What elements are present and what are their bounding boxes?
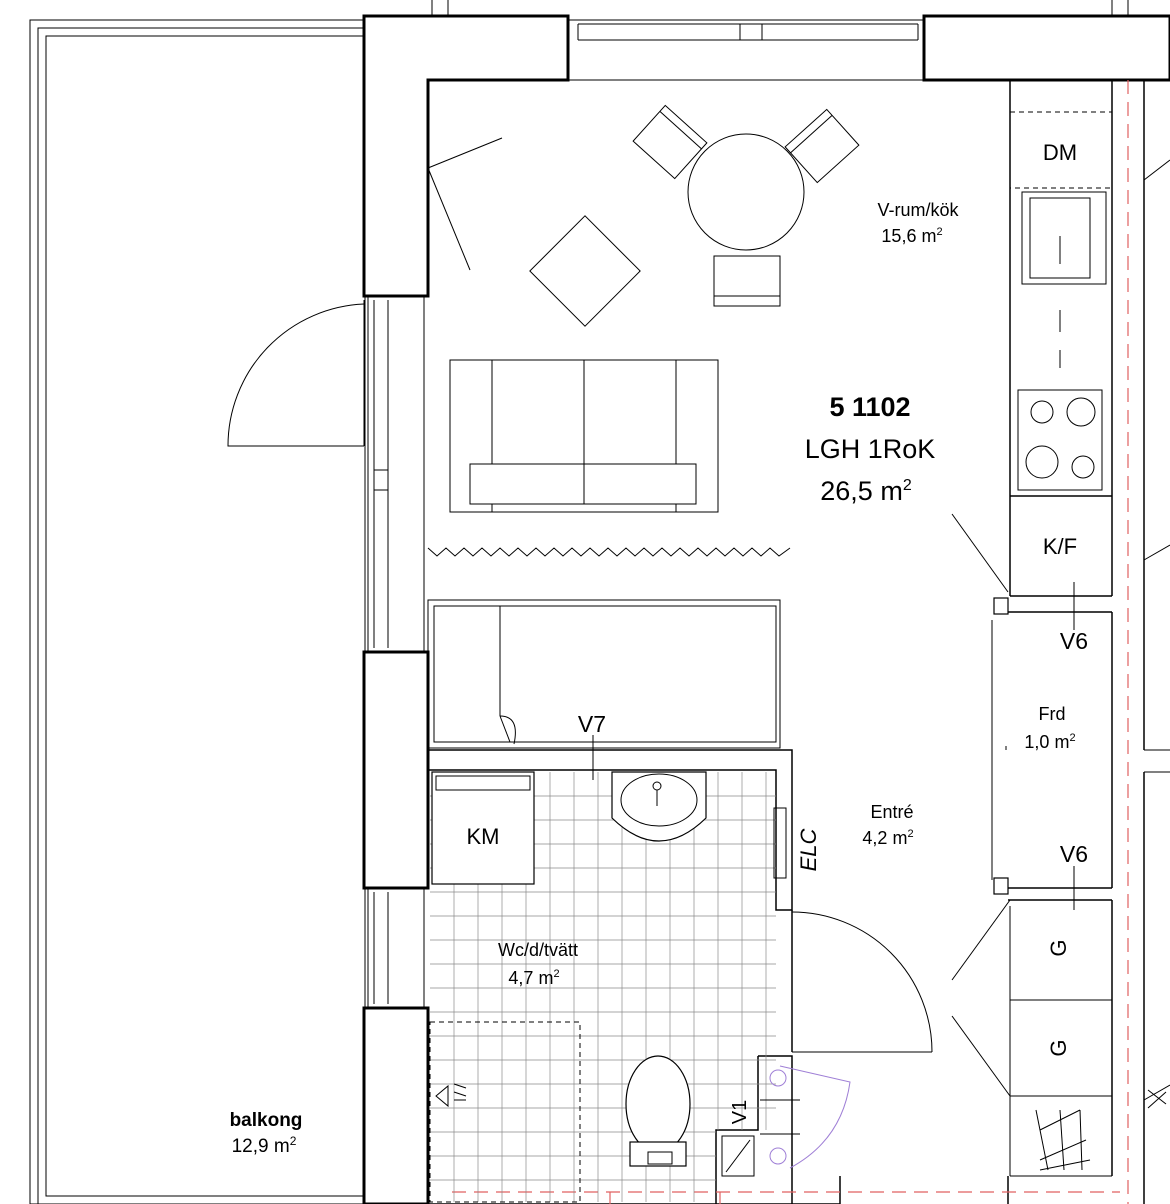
unit-number: 5 1102 [829, 392, 910, 422]
window-top [567, 19, 925, 81]
toilet [625, 1055, 691, 1153]
kitchen [951, 111, 1167, 1171]
label-v1: V1 [729, 1100, 751, 1124]
label-dm: DM [1043, 140, 1077, 165]
property-boundary [452, 80, 1129, 1204]
label-v6-top: V6 [1060, 628, 1088, 654]
unit-type: LGH 1RoK [805, 434, 936, 464]
room-name-vrum: V-rum/kök [877, 200, 959, 220]
labels: 5 1102 LGH 1RoK 26,5 m2 V-rum/kök 15,6 m… [230, 140, 1088, 1157]
window-left [367, 295, 425, 1009]
bathroom [429, 735, 851, 1203]
label-g-bottom: G [1046, 1039, 1071, 1056]
stove [1017, 389, 1103, 491]
washer [431, 771, 535, 885]
label-v6-bottom: V6 [1060, 841, 1088, 867]
balcony [29, 0, 1129, 1204]
room-name-wc: Wc/d/tvätt [498, 940, 578, 960]
room-area-entre: 4,2 m2 [862, 828, 913, 848]
sink [611, 771, 707, 842]
exterior-walls [227, 14, 1170, 1204]
bed [427, 599, 781, 749]
room-area-vrum: 15,6 m2 [881, 226, 942, 246]
entry-door[interactable] [791, 910, 933, 1053]
chair [713, 255, 781, 307]
room-area-frd: 1,0 m2 [1024, 732, 1075, 752]
shower-area [429, 1021, 581, 1203]
curtain [427, 547, 791, 557]
label-kf: K/F [1043, 534, 1077, 559]
room-area-wc: 4,7 m2 [508, 968, 559, 988]
side-table [529, 215, 641, 327]
chair [632, 104, 708, 180]
balcony-door [227, 300, 365, 447]
label-g-top: G [1046, 939, 1071, 956]
dining-table [687, 133, 805, 251]
room-area-balkong: 12,9 m2 [232, 1134, 297, 1157]
interior-walls [428, 80, 1170, 1204]
living-room-furniture [427, 104, 1009, 749]
label-km: KM [467, 824, 500, 849]
room-name-entre: Entré [870, 802, 913, 822]
unit-area: 26,5 m2 [820, 476, 912, 506]
sofa [449, 359, 719, 513]
room-name-balkong: balkong [230, 1110, 303, 1131]
chair [784, 108, 860, 184]
room-name-frd: Frd [1039, 704, 1066, 724]
label-elc: ELC [796, 828, 821, 871]
label-v7: V7 [578, 711, 606, 737]
